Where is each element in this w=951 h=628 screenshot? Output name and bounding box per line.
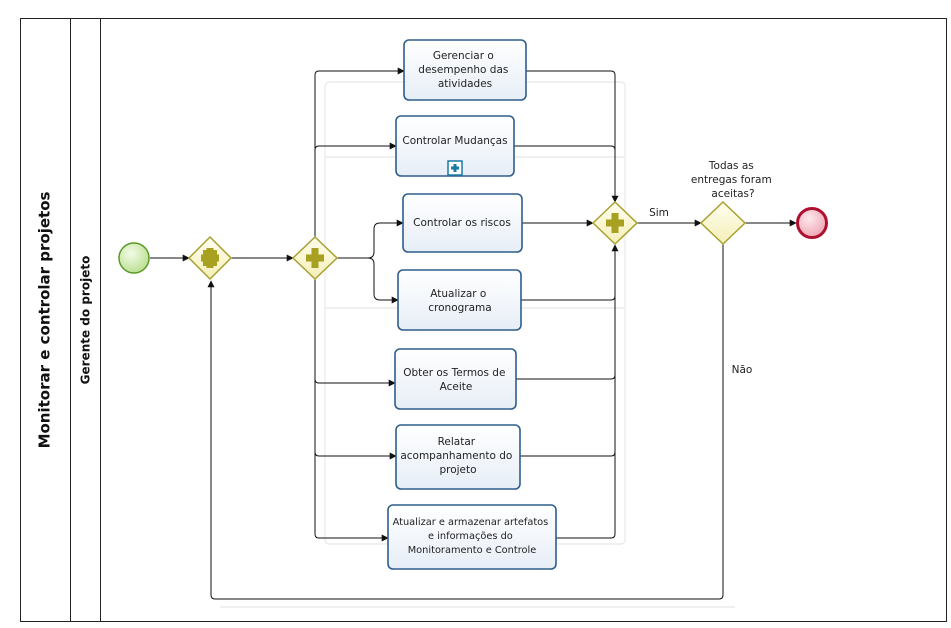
parallel-gateway-1[interactable] [187,235,233,281]
task-label-line: Atualizar e armazenar artefatos [393,517,549,528]
pool-title: Monitorar e controlar projetos [36,192,54,449]
task-label-line: atividades [438,78,492,90]
task-atualizar-cronograma[interactable]: Atualizar o cronograma [397,269,522,331]
svg-text:Controlar os riscos: Controlar os riscos [413,217,511,229]
task-gerenciar-desempenho[interactable]: Gerenciar o desempenho das atividades [403,39,527,101]
task-label-line: Obter os Termos de [403,367,505,379]
end-event[interactable] [796,207,828,239]
question-line: aceitas? [711,188,754,200]
svg-text:Gerenciar o desempenho d: Gerenciar o desempenho das atividades [418,50,511,90]
task-label-line: Relatar [438,436,476,448]
flow-label-sim: Sim [649,207,669,219]
task-label-line: e informações do [428,531,513,542]
task-label-line: Aceite [440,381,473,393]
gateway-question-label: Todas as entregas foram aceitas? [691,160,775,200]
start-event[interactable] [118,242,150,274]
flow-label-nao: Não [732,364,753,376]
subprocess-controlar-mudancas[interactable]: Controlar Mudanças [395,115,515,177]
svg-text:Atualizar o cronograma: Atualizar o cronograma [428,288,491,314]
sequence-flows [150,67,797,600]
question-line: entregas foram [691,174,772,186]
parallel-gateway-join[interactable] [591,200,639,246]
subprocess-marker-icon[interactable] [447,160,463,176]
plus-icon [201,248,219,268]
task-label-line: cronograma [428,302,491,314]
task-label-line: Atualizar o [430,288,486,300]
plus-icon [606,213,624,233]
svg-text:Atualizar e armazenar artefato: Atualizar e armazenar artefatos e inform… [393,517,552,556]
task-label-line: Controlar os riscos [413,217,511,229]
task-label-line: Gerenciar o [433,50,494,62]
task-label-line: Monitoramento e Controle [408,545,537,556]
plus-icon [306,248,324,268]
task-obter-termos-aceite[interactable]: Obter os Termos de Aceite [394,348,517,410]
task-relatar-acompanhamento[interactable]: Relatar acompanhamento do projeto [395,424,521,490]
task-atualizar-armazenar-artefatos[interactable]: Atualizar e armazenar artefatos e inform… [387,504,557,570]
task-label-line: Controlar Mudanças [402,135,507,147]
lane-title: Gerente do projeto [79,256,93,385]
task-label-line: projeto [439,464,476,476]
task-label-line: desempenho das [418,64,508,76]
svg-text:Relatar acompanhamento d: Relatar acompanhamento do projeto [400,436,515,476]
task-label-line: acompanhamento do [400,450,512,462]
svg-text:Controlar Mudanças: Controlar Mudanças [402,135,507,147]
task-controlar-riscos[interactable]: Controlar os riscos [402,193,523,253]
question-line: Todas as [708,160,754,172]
exclusive-gateway-decision[interactable] [699,200,747,246]
parallel-gateway-split[interactable] [291,235,339,281]
svg-text:Obter os Termos de Aceit: Obter os Termos de Aceite [403,367,509,393]
